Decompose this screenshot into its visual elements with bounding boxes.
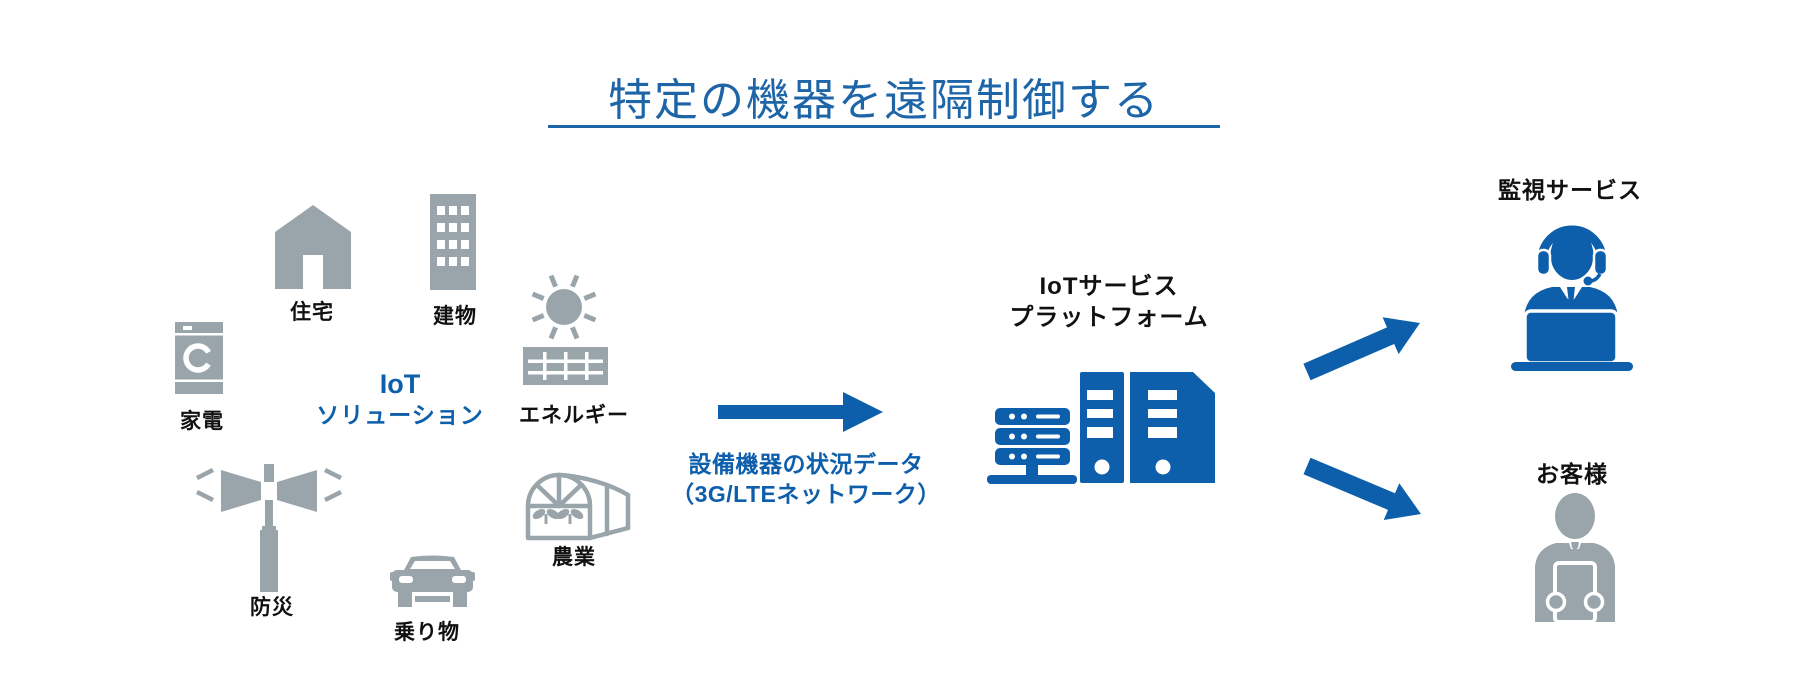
siren-icon bbox=[195, 464, 343, 592]
platform-label: IoTサービス プラットフォーム bbox=[984, 271, 1234, 333]
label-agriculture: 農業 bbox=[552, 546, 596, 569]
iot-solution-line2: ソリューション bbox=[316, 401, 484, 428]
server-icon bbox=[987, 372, 1215, 484]
label-disaster: 防災 bbox=[250, 596, 294, 619]
label-monitoring-service: 監視サービス bbox=[1498, 177, 1642, 203]
label-customer: お客様 bbox=[1536, 461, 1608, 487]
server-towers bbox=[1080, 372, 1215, 483]
up-right-arrow bbox=[1303, 317, 1420, 381]
washing-machine-icon bbox=[175, 322, 223, 394]
label-building: 建物 bbox=[433, 305, 477, 328]
sprouts bbox=[532, 508, 584, 524]
flow-data-line2: （3G/LTEネットワーク） bbox=[671, 481, 941, 508]
right-arrow bbox=[718, 392, 883, 432]
platform-line1: IoTサービス bbox=[1039, 273, 1179, 300]
label-energy: エネルギー bbox=[519, 404, 629, 427]
flow-data-line1: 設備機器の状況データ bbox=[688, 451, 924, 477]
label-appliance: 家電 bbox=[180, 410, 224, 433]
customer-tablet-icon bbox=[1535, 493, 1615, 622]
operator-headset-icon bbox=[1511, 225, 1633, 371]
label-vehicle: 乗り物 bbox=[394, 621, 460, 644]
flow-data-label: 設備機器の状況データ （3G/LTEネットワーク） bbox=[650, 449, 962, 510]
platform-line2: プラットフォーム bbox=[1009, 304, 1209, 332]
house-icon bbox=[275, 205, 351, 289]
solar-energy-icon bbox=[523, 274, 608, 385]
greenhouse-icon bbox=[525, 472, 631, 541]
iot-solution-line1: IoT bbox=[379, 369, 421, 399]
label-house: 住宅 bbox=[290, 301, 334, 324]
down-right-arrow bbox=[1303, 457, 1421, 520]
server-rack bbox=[987, 408, 1077, 484]
iot-solution-label: IoT ソリューション bbox=[300, 368, 500, 429]
page-title: 特定の機器を遠隔制御する bbox=[608, 76, 1160, 125]
title-underline bbox=[548, 125, 1220, 128]
building-icon bbox=[430, 194, 476, 290]
car-icon bbox=[390, 555, 475, 607]
